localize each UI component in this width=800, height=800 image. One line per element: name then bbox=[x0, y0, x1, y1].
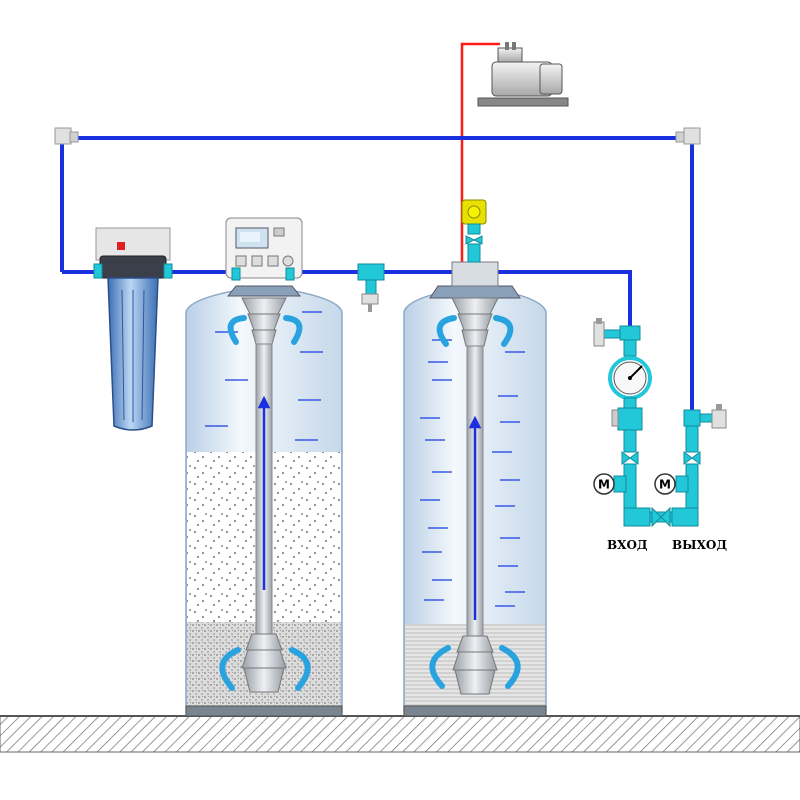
flow-arrow-top-right-a bbox=[436, 315, 457, 347]
water-lines-left bbox=[205, 311, 323, 441]
filter-tank-left bbox=[185, 217, 343, 717]
outlet-label: ВЫХОД bbox=[672, 538, 727, 552]
bypass-valve-icon bbox=[649, 506, 673, 528]
return-pipe bbox=[60, 136, 694, 420]
motorized-valve-inlet-icon: M bbox=[593, 473, 615, 495]
elbow-fitting-left bbox=[54, 127, 79, 145]
outlet-manifold: M bbox=[654, 404, 727, 527]
motorized-valve-outlet-icon: M bbox=[654, 473, 676, 495]
cartridge-filter-icon bbox=[93, 227, 173, 431]
motor-label-inlet: M bbox=[598, 478, 610, 492]
flow-arrow-bottom-left-a bbox=[219, 647, 241, 691]
solenoid-valve-icon bbox=[461, 199, 487, 263]
inlet-label: ВХОД bbox=[607, 538, 648, 552]
motor-label-outlet: M bbox=[659, 478, 671, 492]
flow-arrow-bottom-right-b bbox=[499, 645, 521, 689]
riser-tube-right bbox=[451, 297, 499, 695]
flow-arrow-top-left-a bbox=[227, 315, 247, 345]
aeration-head bbox=[429, 261, 521, 299]
sample-tap-inlet-icon bbox=[593, 318, 605, 347]
pressure-gauge-icon bbox=[608, 356, 652, 400]
filter-tank-right bbox=[403, 199, 547, 717]
sample-tap-outlet-icon bbox=[711, 404, 727, 429]
ball-valve-inlet-icon bbox=[621, 451, 639, 465]
flow-arrow-bottom-right-a bbox=[429, 645, 451, 689]
elbow-fitting-right bbox=[675, 127, 701, 145]
compressor-icon bbox=[477, 42, 569, 107]
water-lines-right bbox=[420, 339, 525, 607]
inlet-manifold: M bbox=[593, 318, 652, 527]
sample-tap-icon bbox=[357, 263, 385, 312]
control-valve-icon bbox=[225, 217, 303, 297]
flow-arrow-top-right-b bbox=[493, 315, 514, 347]
riser-tube-left bbox=[241, 297, 287, 693]
flow-arrow-top-left-b bbox=[283, 315, 303, 345]
ground-slab bbox=[0, 715, 800, 753]
flow-arrow-bottom-left-b bbox=[289, 647, 311, 691]
air-line bbox=[460, 42, 500, 262]
ball-valve-outlet-icon bbox=[683, 451, 701, 465]
